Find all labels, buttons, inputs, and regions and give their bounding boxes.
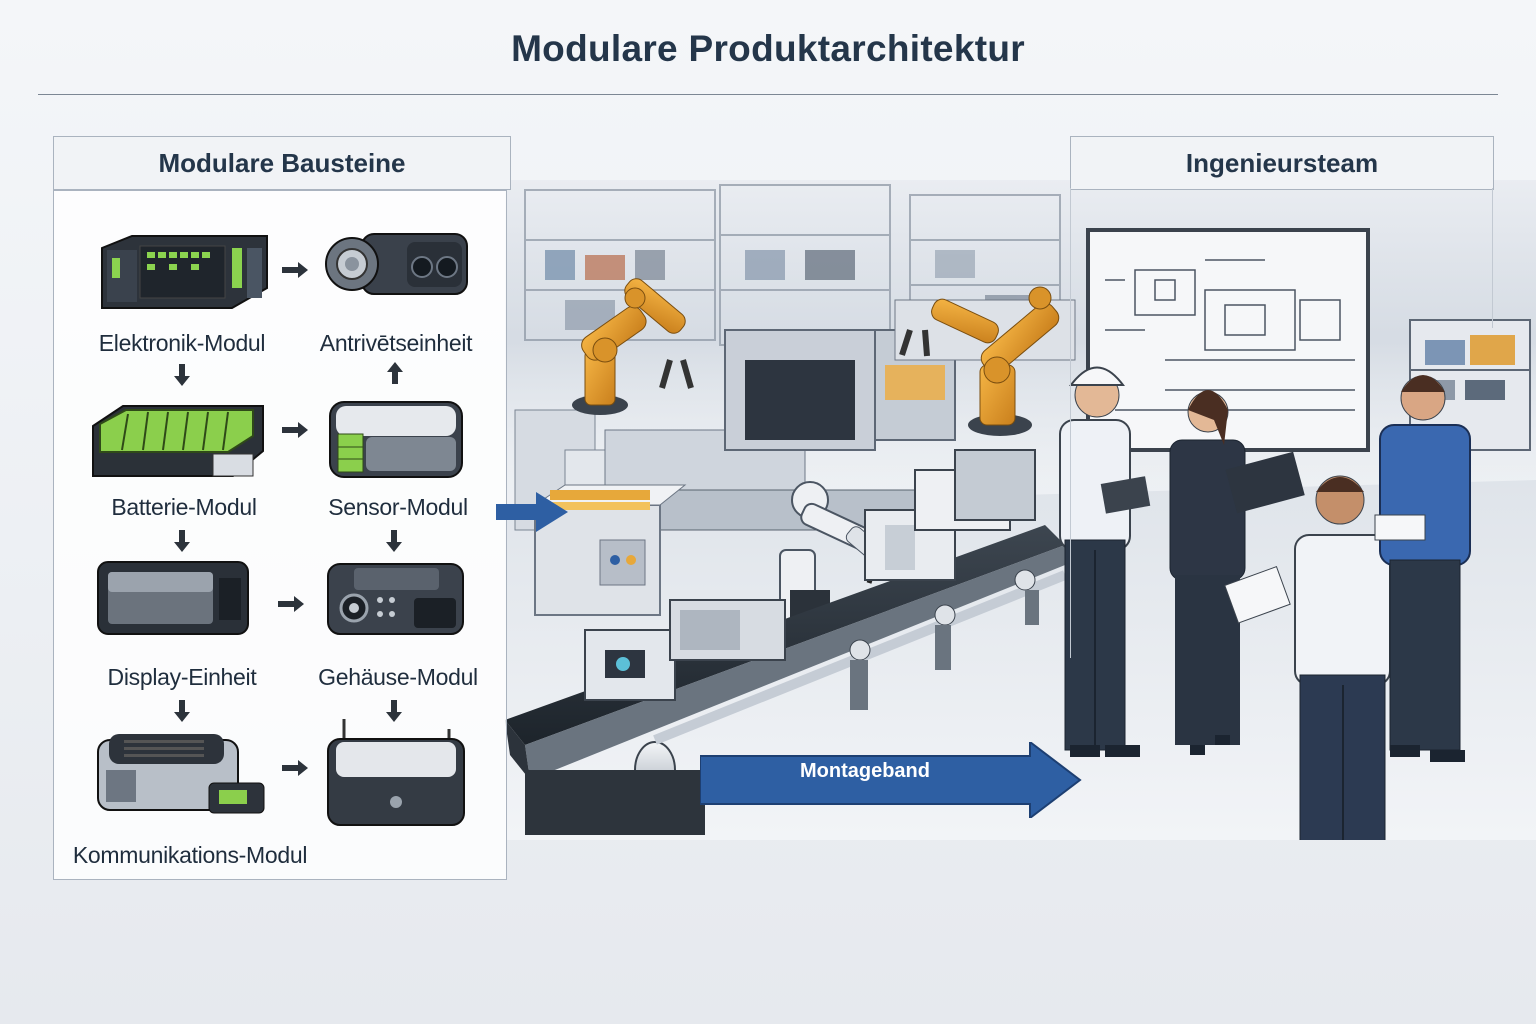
team-panel-border xyxy=(1070,188,1071,658)
modules-panel-heading: Modulare Bausteine xyxy=(53,136,511,190)
module-label-drive: Antrivētseinheit xyxy=(319,330,473,356)
team-panel-heading: Ingenieursteam xyxy=(1070,136,1494,190)
module-label-housing: Gehäuse-Modul xyxy=(318,664,478,690)
workstation-left xyxy=(533,484,687,616)
conveyor-flow-arrow-icon xyxy=(700,742,1082,818)
engineer-helmet xyxy=(1059,366,1151,757)
module-label-communication: Kommunikations-Modul xyxy=(72,842,308,868)
module-label-battery: Batterie-Modul xyxy=(111,494,257,520)
sensor-module-icon xyxy=(329,401,463,478)
factory-scene xyxy=(505,180,1536,840)
housing-module-icon xyxy=(327,563,464,635)
flow-arrow-icon xyxy=(496,492,568,532)
arrow-right-icon xyxy=(282,422,308,438)
robot-arm-left xyxy=(572,278,694,415)
arrow-down-icon xyxy=(386,530,402,552)
arrow-right-icon xyxy=(282,760,308,776)
engineering-whiteboard xyxy=(1086,228,1370,452)
engineer-group xyxy=(1059,366,1471,840)
communication-module-icon xyxy=(97,734,265,814)
engineer-blue-shirt xyxy=(1374,375,1471,762)
engineer-laptop xyxy=(1169,390,1305,755)
robot-arm-right xyxy=(899,286,1060,436)
belt-modules xyxy=(584,449,1036,701)
engineer-clipboard xyxy=(1224,475,1391,840)
team-panel-border-right xyxy=(1492,188,1493,328)
back-shelves xyxy=(524,184,1061,346)
display-unit-icon xyxy=(97,561,249,635)
arrow-down-icon xyxy=(174,700,190,722)
battery-module-icon xyxy=(92,405,264,477)
arrow-up-icon xyxy=(387,362,403,384)
antenna-module-icon xyxy=(327,719,465,826)
arrow-down-icon xyxy=(386,700,402,722)
drive-unit-icon xyxy=(325,233,468,295)
arrow-right-icon xyxy=(282,262,308,278)
conveyor-label: Montageband xyxy=(800,760,930,782)
electronics-module-icon xyxy=(101,235,268,309)
module-label-electronics: Elektronik-Modul xyxy=(98,330,266,356)
module-label-display: Display-Einheit xyxy=(107,664,257,690)
module-label-sensor: Sensor-Modul xyxy=(328,494,468,520)
arrow-right-icon xyxy=(278,596,304,612)
arrow-down-icon xyxy=(174,530,190,552)
title-divider xyxy=(38,94,1498,95)
arrow-down-icon xyxy=(174,364,190,386)
page-title: Modulare Produktarchitektur xyxy=(511,28,1025,69)
